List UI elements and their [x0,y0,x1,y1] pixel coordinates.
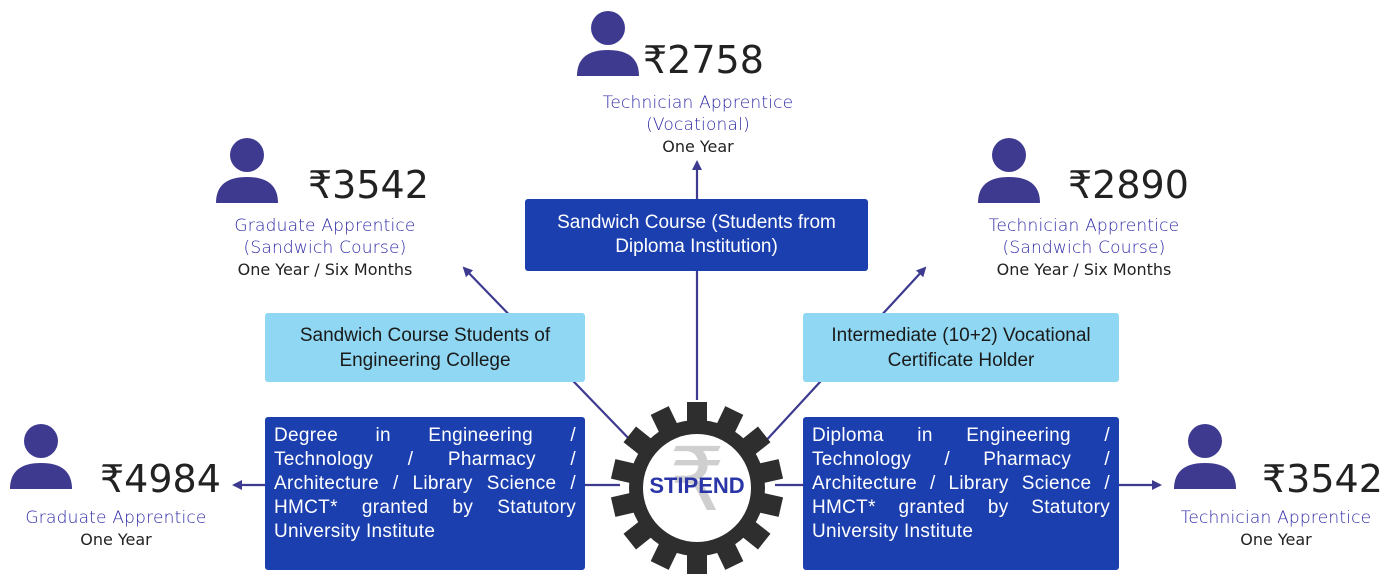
role-line1: Technician Apprentice [988,216,1180,236]
duration: One Year [1240,530,1312,549]
outcome-left: Graduate Apprentice One Year [0,507,232,551]
person-icon [10,424,72,489]
role-line1: Technician Apprentice [1180,508,1372,528]
role-line2: (Vocational) [646,115,750,135]
role-line1: Graduate Apprentice [25,508,207,528]
outcome-upper-left: Graduate Apprentice (Sandwich Course) On… [175,215,475,281]
amount-left: ₹4984 [100,457,221,501]
role-line1: Technician Apprentice [602,93,794,113]
box-degree-engineering: Degree in Engineering / Technology / Pha… [265,417,585,570]
duration: One Year [662,137,734,156]
outcome-upper-right: Technician Apprentice (Sandwich Course) … [934,215,1234,281]
box-diploma-engineering: Diploma in Engineering / Technology / Ph… [803,417,1119,570]
person-icon [577,11,639,76]
box-sandwich-engineering: Sandwich Course Students of Engineering … [265,313,585,382]
amount-top: ₹2758 [643,38,764,82]
outcome-right: Technician Apprentice One Year [1160,507,1392,551]
amount-upper-left: ₹3542 [308,163,429,207]
outcome-top: Technician Apprentice (Vocational) One Y… [548,92,848,158]
role-line2: (Sandwich Course) [243,238,407,258]
person-icon [216,138,278,203]
person-icon [978,138,1040,203]
duration: One Year / Six Months [237,260,413,279]
amount-upper-right: ₹2890 [1068,163,1189,207]
amount-right: ₹3542 [1262,457,1383,501]
stipend-gear-icon: ₹ [610,402,784,574]
duration: One Year / Six Months [996,260,1172,279]
rupee-icon: ₹ [669,428,725,531]
role-line1: Graduate Apprentice [234,216,416,236]
person-icon [1174,424,1236,489]
role-line2: (Sandwich Course) [1002,238,1166,258]
duration: One Year [80,530,152,549]
box-intermediate-vocational: Intermediate (10+2) Vocational Certifica… [803,313,1119,382]
box-sandwich-diploma: Sandwich Course (Students from Diploma I… [525,199,868,271]
center-label: STIPEND [649,473,745,498]
